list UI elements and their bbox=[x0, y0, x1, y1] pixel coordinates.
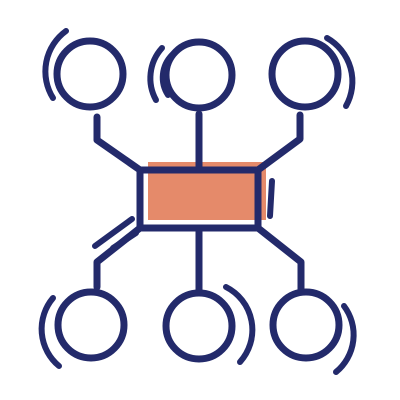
connector-top-right bbox=[254, 111, 304, 174]
connector-bottom-right bbox=[254, 224, 305, 294]
node-bottom-left bbox=[54, 288, 128, 362]
motion-arc-bottom-center-outer bbox=[223, 284, 256, 365]
motion-arc-top-center-inner bbox=[159, 52, 175, 98]
node-top-left bbox=[53, 37, 127, 111]
motion-dash-left-upper bbox=[92, 216, 135, 249]
connector-top-left bbox=[93, 113, 144, 174]
node-bottom-center bbox=[162, 289, 236, 363]
motion-arc-bottom-left-outer bbox=[38, 295, 62, 369]
node-circles bbox=[53, 37, 343, 363]
motion-arc-top-center-outer bbox=[147, 45, 165, 103]
motion-arc-top-left-outer bbox=[42, 28, 69, 101]
node-bottom-right bbox=[269, 288, 343, 362]
hub-node bbox=[136, 162, 266, 232]
motion-dash-right bbox=[267, 178, 275, 219]
motion-dash-left-lower bbox=[110, 230, 139, 251]
connector-lines bbox=[93, 110, 305, 297]
node-top-center bbox=[162, 38, 236, 112]
motion-arcs bbox=[38, 28, 357, 375]
motion-arc-top-right-outer bbox=[324, 35, 356, 109]
node-top-right bbox=[268, 37, 342, 111]
motion-arc-bottom-right-outer bbox=[333, 303, 357, 375]
